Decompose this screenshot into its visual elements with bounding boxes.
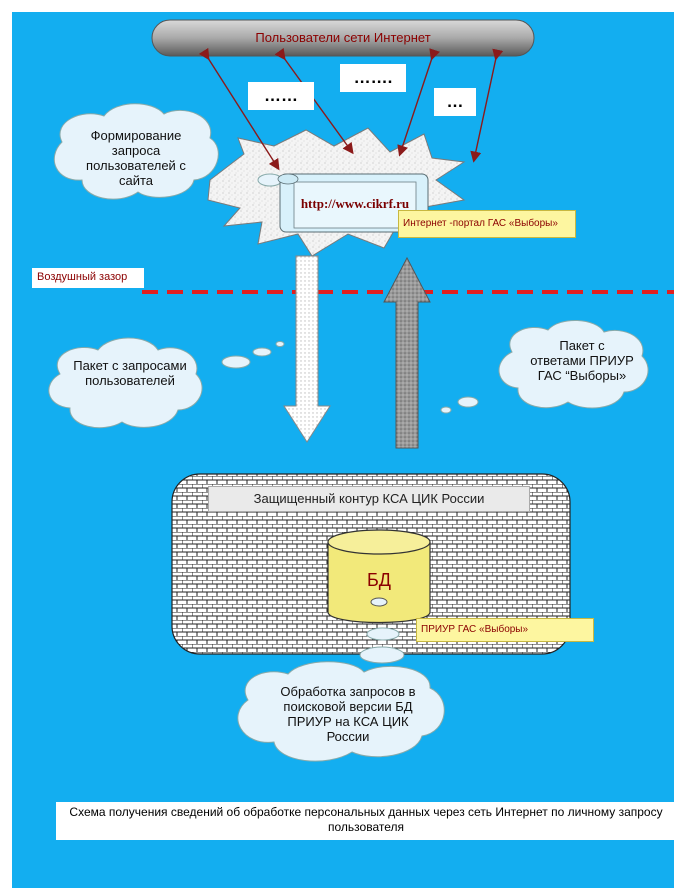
priur-label: ПРИУР ГАС «Выборы» xyxy=(416,618,594,642)
up-arrow xyxy=(383,256,431,449)
connection-arrows xyxy=(198,47,504,171)
processing-cloud-text: Обработка запросов в поисковой версии БД… xyxy=(280,684,416,744)
link-ellipses xyxy=(359,627,405,664)
database-label: БД xyxy=(366,570,391,590)
down-arrow xyxy=(283,255,331,443)
secure-contour-title: Защищенный контур КСА ЦИК России xyxy=(208,486,530,512)
request-cloud-shape xyxy=(53,103,283,200)
air-gap-label: Воздушный зазор xyxy=(32,268,144,288)
ellipsis-box-right: … xyxy=(434,88,476,116)
packet-requests-cloud-shape xyxy=(48,337,285,429)
ellipsis-box-middle: ……. xyxy=(340,64,406,92)
diagram-canvas: Пользователи сети Интернет …… ……. … Форм… xyxy=(12,12,674,888)
portal-url: http://www.cikrf.ru xyxy=(300,196,410,211)
packet-answers-text: Пакет с ответами ПРИУР ГАС “Выборы» xyxy=(530,338,634,383)
database-cylinder xyxy=(327,529,431,624)
internet-users-label: Пользователи сети Интернет xyxy=(255,30,431,45)
request-cloud-text: Формирование запроса пользователей с сай… xyxy=(86,128,186,188)
packet-answers-cloud-shape xyxy=(440,319,649,414)
processing-cloud-shape xyxy=(237,661,445,762)
diagram-caption: Схема получения сведений об обработке пе… xyxy=(56,802,674,840)
packet-requests-text: Пакет с запросами пользователей xyxy=(73,358,187,388)
ellipsis-box-left: …… xyxy=(248,82,314,110)
portal-label: Интернет -портал ГАС «Выборы» xyxy=(398,210,576,238)
